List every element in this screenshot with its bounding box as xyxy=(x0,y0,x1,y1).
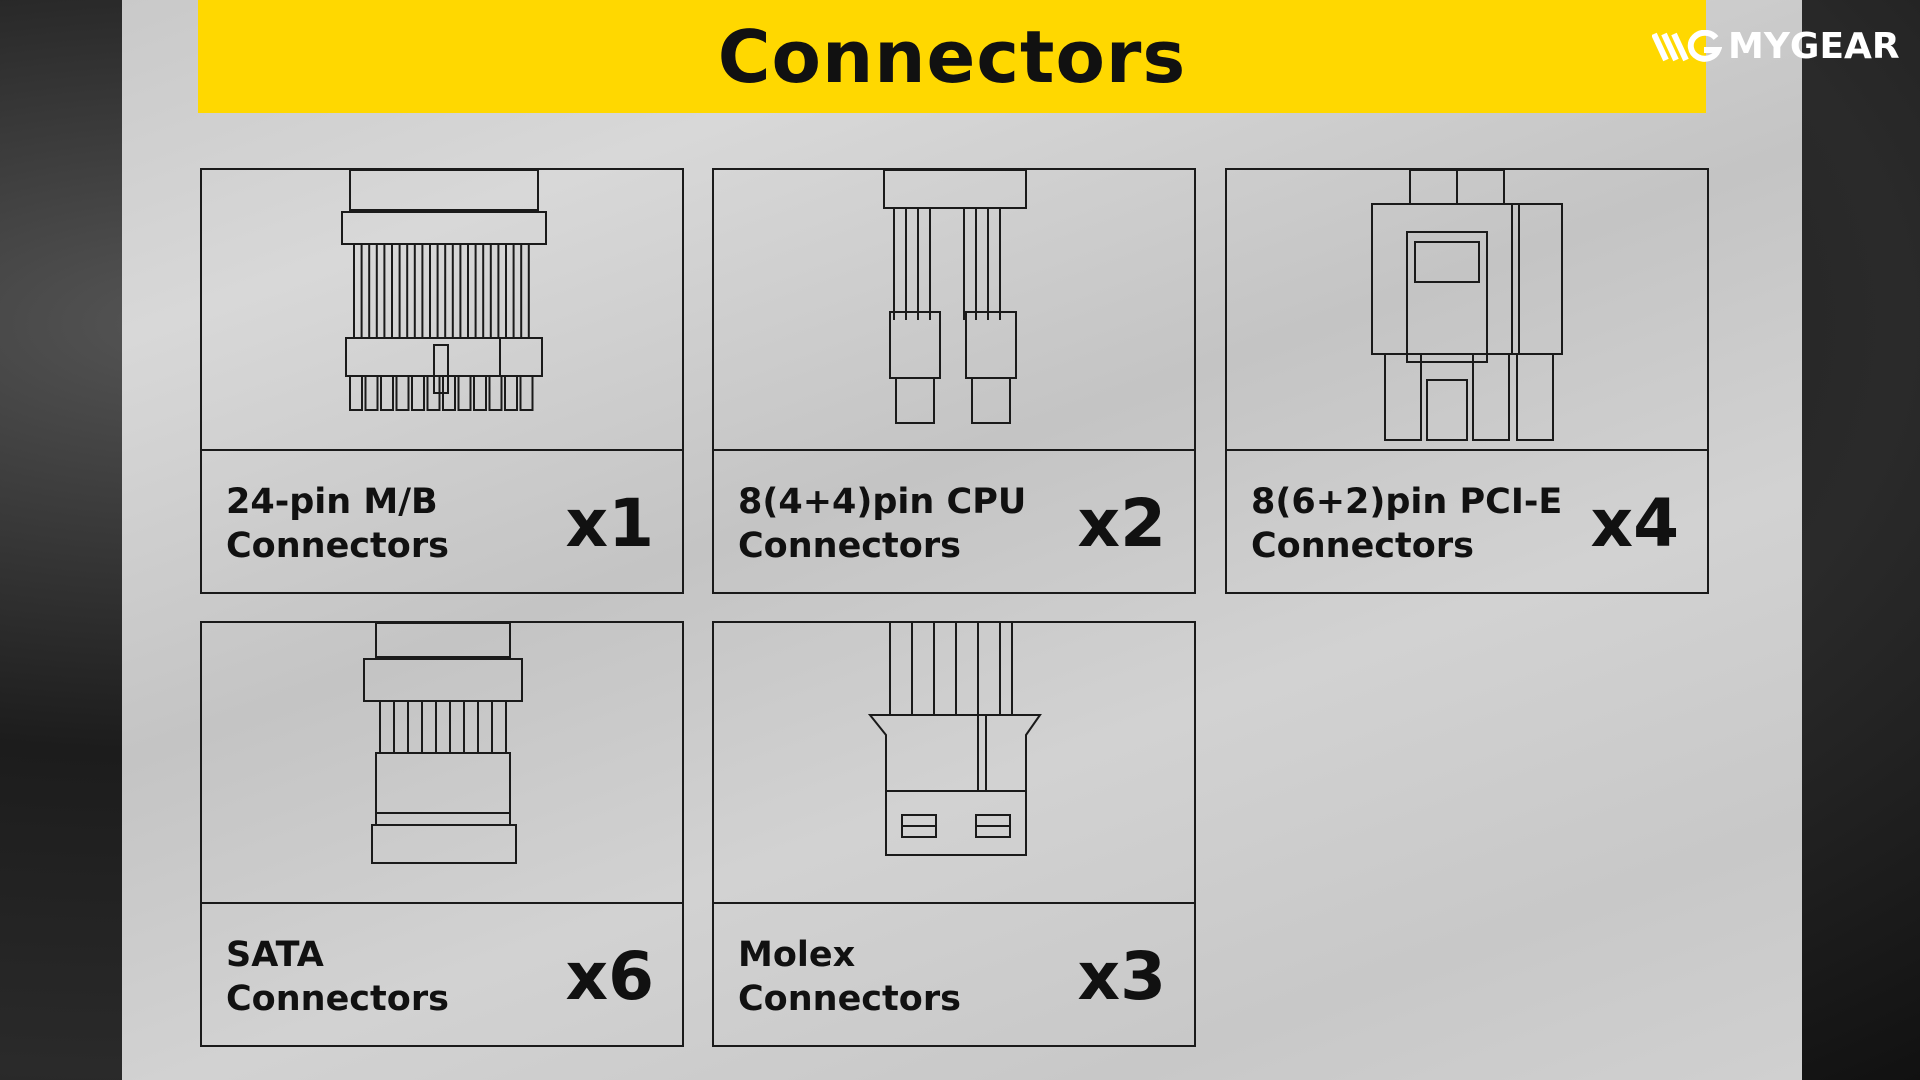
connector-count: x6 xyxy=(565,938,655,1015)
background-panel xyxy=(122,0,1802,1080)
connector-name-line2: Connectors xyxy=(226,979,449,1019)
connector-name-line2: Connectors xyxy=(738,526,961,566)
connector-name-line2: Connectors xyxy=(226,526,449,566)
sata-connector-icon xyxy=(363,623,523,864)
connector-count: x4 xyxy=(1590,485,1680,562)
connector-name-line2: Connectors xyxy=(738,979,961,1019)
title-banner: Connectors xyxy=(198,0,1706,113)
molex-connector-icon xyxy=(867,623,1042,856)
pcie-8pin-connector-icon xyxy=(1371,170,1563,441)
connector-name-line1: 8(6+2)pin PCI-E xyxy=(1251,482,1563,522)
mygear-logo: MYGEAR xyxy=(1652,26,1900,67)
atx-24pin-connector-icon xyxy=(341,170,547,411)
connector-name-line1: 8(4+4)pin CPU xyxy=(738,482,1027,522)
connector-count: x2 xyxy=(1077,485,1167,562)
connector-name-line2: Connectors xyxy=(1251,526,1474,566)
connector-count: x1 xyxy=(565,485,655,562)
connector-name-line1: SATA xyxy=(226,935,324,975)
logo-text: MYGEAR xyxy=(1728,26,1900,67)
connector-pins xyxy=(349,244,534,411)
connector-name-line1: Molex xyxy=(738,935,856,975)
connector-name-line1: 24-pin M/B xyxy=(226,482,438,522)
cpu-8pin-connector-icon xyxy=(883,170,1027,424)
connector-count: x3 xyxy=(1077,938,1167,1015)
page-title: Connectors xyxy=(717,14,1187,99)
mygear-logo-icon xyxy=(1652,29,1722,62)
